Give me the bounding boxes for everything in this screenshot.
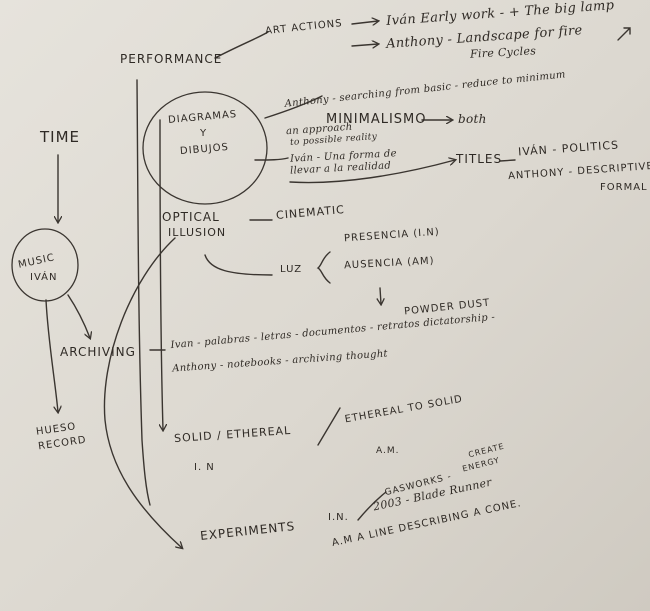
- spine-line: [136, 79, 151, 506]
- solid-ethereal-slash: [317, 407, 341, 446]
- node-in-2: I.N.: [328, 512, 349, 523]
- small-return-arrow: [617, 27, 631, 41]
- luz-brace: [316, 251, 331, 284]
- diagramas-circle: [142, 91, 268, 205]
- optical-to-experiments-curve: [103, 237, 182, 548]
- searching-connector: [264, 95, 323, 119]
- node-minimalismo: MINIMALISMO: [326, 112, 427, 127]
- art-to-ivan-arrow: [351, 21, 378, 24]
- titles-dash: [499, 159, 516, 162]
- experiments-connector: [357, 491, 387, 521]
- performance-connector: [214, 31, 269, 59]
- music-to-hueso-arrow: [45, 299, 58, 412]
- node-am-1: A.M.: [376, 446, 400, 456]
- diagramas-to-ivan: [254, 157, 289, 161]
- art-to-anthony-arrow: [351, 44, 378, 46]
- ausencia-to-powder-arrow: [380, 287, 381, 304]
- ivan-to-titles-arrow: [289, 160, 455, 184]
- node-music-line2: IVÁN: [30, 272, 58, 283]
- node-titles: TITLES: [456, 152, 503, 166]
- node-formal: FORMAL: [600, 182, 648, 193]
- node-both: both: [458, 112, 487, 126]
- node-archiving: ARCHIVING: [60, 345, 136, 359]
- node-time: TIME: [40, 128, 81, 146]
- node-optical-line2: ILLUSION: [168, 226, 227, 239]
- music-to-archiving-arrow: [67, 294, 90, 338]
- node-diagramas-line2: Y: [200, 128, 208, 139]
- node-in-1: I. N: [194, 462, 215, 473]
- node-optical-line1: OPTICAL: [162, 210, 220, 224]
- inner-vertical-line: [160, 119, 163, 430]
- node-performance: PERFORMANCE: [120, 52, 223, 66]
- music-circle: [11, 228, 79, 302]
- optical-to-luz-curve: [204, 254, 273, 276]
- node-luz: LUZ: [280, 264, 303, 275]
